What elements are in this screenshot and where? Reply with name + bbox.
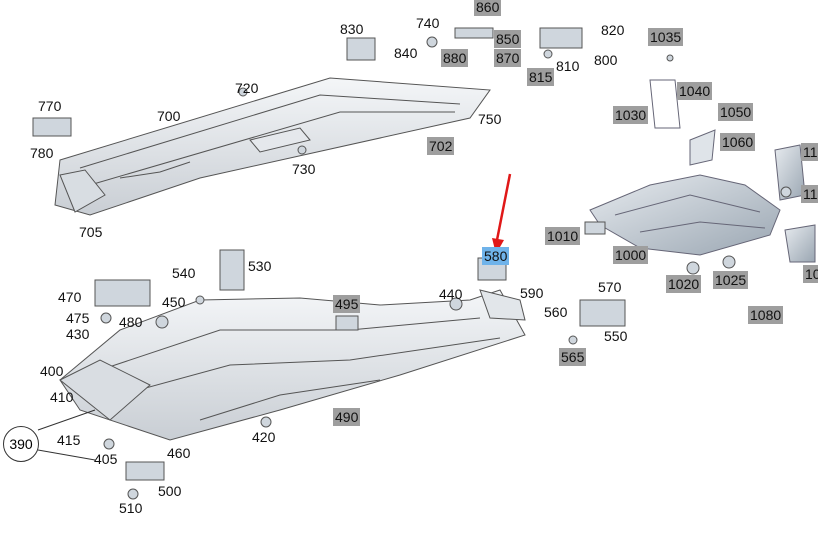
label-475: 475 — [66, 310, 90, 326]
label-720: 720 — [235, 80, 259, 96]
label-810: 810 — [556, 58, 580, 74]
label-11-upper: 11 — [801, 143, 818, 161]
label-1035: 1035 — [648, 28, 684, 46]
label-530: 530 — [248, 258, 272, 274]
label-800: 800 — [594, 52, 618, 68]
label-1030: 1030 — [613, 106, 649, 124]
label-1060: 1060 — [720, 133, 756, 151]
upper-underbody-panel — [54, 77, 491, 216]
label-415: 415 — [57, 432, 81, 448]
label-700: 700 — [157, 108, 181, 124]
label-1010: 1010 — [545, 227, 581, 245]
leader-390 — [37, 409, 96, 461]
label-10: 10 — [803, 265, 818, 283]
label-470: 470 — [58, 289, 82, 305]
label-740: 740 — [416, 15, 440, 31]
label-440: 440 — [439, 286, 463, 302]
label-580-highlighted[interactable]: 580 — [482, 247, 510, 265]
label-1000: 1000 — [613, 246, 649, 264]
label-1040: 1040 — [677, 82, 713, 100]
label-860: 860 — [474, 0, 502, 16]
label-540: 540 — [172, 265, 196, 281]
label-565: 565 — [559, 348, 587, 366]
highlight-arrow — [492, 173, 512, 254]
label-510: 510 — [119, 500, 143, 516]
label-702: 702 — [427, 137, 455, 155]
label-820: 820 — [601, 22, 625, 38]
label-460: 460 — [167, 445, 191, 461]
label-570: 570 — [598, 279, 622, 295]
label-815: 815 — [527, 68, 555, 86]
label-490: 490 — [333, 408, 361, 426]
label-1050: 1050 — [718, 103, 754, 121]
lower-underbody-panel — [59, 289, 526, 441]
label-500: 500 — [158, 483, 182, 499]
label-840: 840 — [394, 45, 418, 61]
label-780: 780 — [30, 145, 54, 161]
label-410: 410 — [50, 389, 74, 405]
label-430: 430 — [66, 326, 90, 342]
label-480: 480 — [119, 314, 143, 330]
label-705: 705 — [79, 224, 103, 240]
label-390-callout: 390 — [3, 426, 39, 462]
label-560: 560 — [544, 304, 568, 320]
label-550: 550 — [604, 328, 628, 344]
label-880: 880 — [441, 49, 469, 67]
label-730: 730 — [292, 161, 316, 177]
label-870: 870 — [494, 49, 522, 67]
side-shield-panel — [589, 79, 816, 263]
label-420: 420 — [252, 429, 276, 445]
label-590: 590 — [520, 285, 544, 301]
label-495: 495 — [333, 295, 361, 313]
label-400: 400 — [40, 363, 64, 379]
label-770: 770 — [38, 98, 62, 114]
label-1025: 1025 — [713, 271, 749, 289]
fastener-parts — [32, 27, 792, 500]
label-1020: 1020 — [666, 275, 702, 293]
label-450: 450 — [162, 294, 186, 310]
label-1080: 1080 — [748, 306, 784, 324]
label-830: 830 — [340, 21, 364, 37]
label-11-lower: 11 — [801, 185, 818, 203]
label-750: 750 — [478, 111, 502, 127]
label-850: 850 — [494, 30, 522, 48]
label-405: 405 — [94, 451, 118, 467]
